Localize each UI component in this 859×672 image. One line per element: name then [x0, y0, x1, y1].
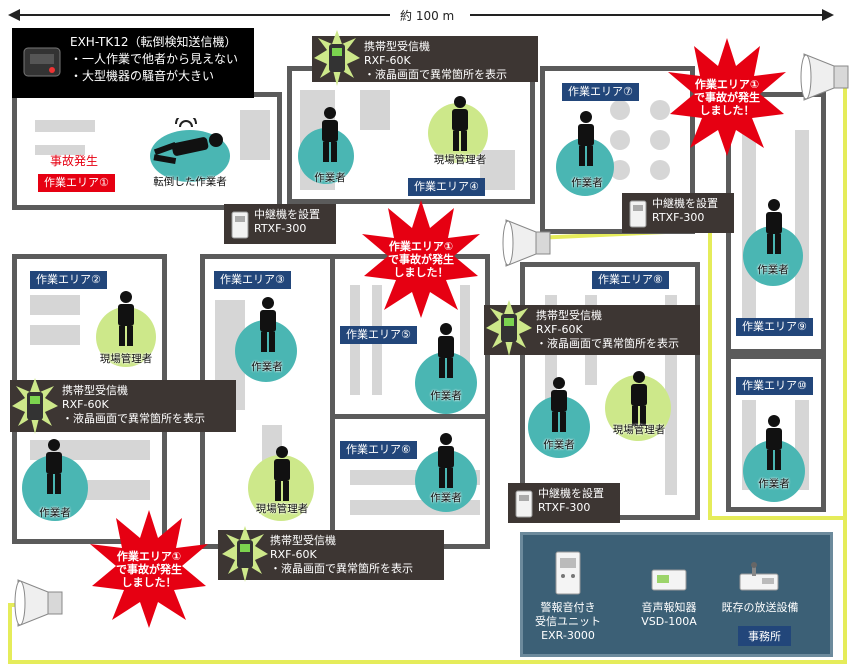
area-tag-5: 作業エリア⑤: [340, 326, 417, 344]
voice-announcer-icon: [651, 569, 687, 591]
manager-icon: [274, 446, 290, 501]
area-tag-2: 作業エリア②: [30, 271, 107, 289]
worker-label: 作業者: [430, 492, 462, 504]
speaker-icon: [14, 579, 63, 627]
worker-label: 作業者: [758, 478, 790, 490]
fallen-worker-icon: [153, 118, 223, 165]
receiver-device-icon: [12, 378, 58, 434]
fallen-worker-label: 転倒した作業者: [153, 176, 227, 188]
worker-label: 作業者: [39, 507, 71, 519]
office-name-tag: 事務所: [738, 626, 791, 646]
receiver-device-icon: [314, 30, 360, 86]
worker-icon: [322, 107, 338, 162]
receiver-device-icon: [486, 300, 532, 356]
area-tag-4: 作業エリア④: [408, 178, 485, 196]
worker-icon: [260, 297, 276, 352]
manager-label: 現場管理者: [255, 503, 309, 515]
accident-label: 事故発生: [50, 154, 99, 168]
worker-icon: [46, 439, 62, 494]
speaker-icon: [800, 53, 849, 101]
area-tag-6: 作業エリア⑥: [340, 441, 417, 459]
area-tag-10: 作業エリア⑩: [736, 377, 813, 395]
worker-icon: [438, 323, 454, 378]
worker-label: 作業者: [430, 390, 462, 402]
worker-label: 作業者: [314, 172, 346, 184]
manager-label: 現場管理者: [433, 154, 487, 166]
worker-icon: [578, 111, 594, 166]
area-tag-7: 作業エリア⑦: [562, 83, 639, 101]
manager-label: 現場管理者: [99, 353, 153, 365]
transmitter-note-2: ・大型機器の騒音が大きい: [70, 69, 215, 83]
worker-icon: [766, 415, 782, 470]
broadcast-label: 既存の放送設備: [721, 601, 799, 614]
worker-icon: [438, 433, 454, 488]
distance-arrow: [8, 9, 834, 21]
alarm-receiver-unit-icon: [555, 551, 581, 595]
worker-label: 作業者: [251, 361, 283, 373]
area-tag-3: 作業エリア③: [214, 271, 291, 289]
manager-icon: [631, 371, 647, 426]
repeater-device-icon: [515, 490, 533, 518]
speaker-icon: [502, 219, 551, 267]
worker-label: 作業者: [757, 264, 789, 276]
broadcast-equipment-icon: [739, 562, 779, 591]
distance-label: 約 100 m: [400, 9, 455, 23]
transmitter-model: EXH-TK12（転倒検知送信機）: [70, 35, 237, 49]
repeater-device-icon: [231, 211, 249, 239]
area-tag-1: 作業エリア①: [38, 174, 115, 192]
manager-icon: [118, 291, 134, 346]
manager-icon: [452, 96, 468, 151]
receiver-device-icon: [222, 526, 268, 582]
transmitter-note-1: ・一人作業で他者から見えない: [70, 52, 239, 66]
transmitter-device-icon: [23, 47, 61, 77]
worker-icon: [551, 377, 567, 432]
transmitter-callout: EXH-TK12（転倒検知送信機） ・一人作業で他者から見えない ・大型機器の騒…: [12, 28, 254, 98]
worker-label: 作業者: [543, 439, 575, 451]
worker-icon: [766, 199, 782, 254]
area-tag-9: 作業エリア⑨: [736, 318, 813, 336]
worker-label: 作業者: [571, 177, 603, 189]
area-tag-8: 作業エリア⑧: [592, 271, 669, 289]
repeater-device-icon: [629, 200, 647, 228]
manager-label: 現場管理者: [612, 424, 666, 436]
